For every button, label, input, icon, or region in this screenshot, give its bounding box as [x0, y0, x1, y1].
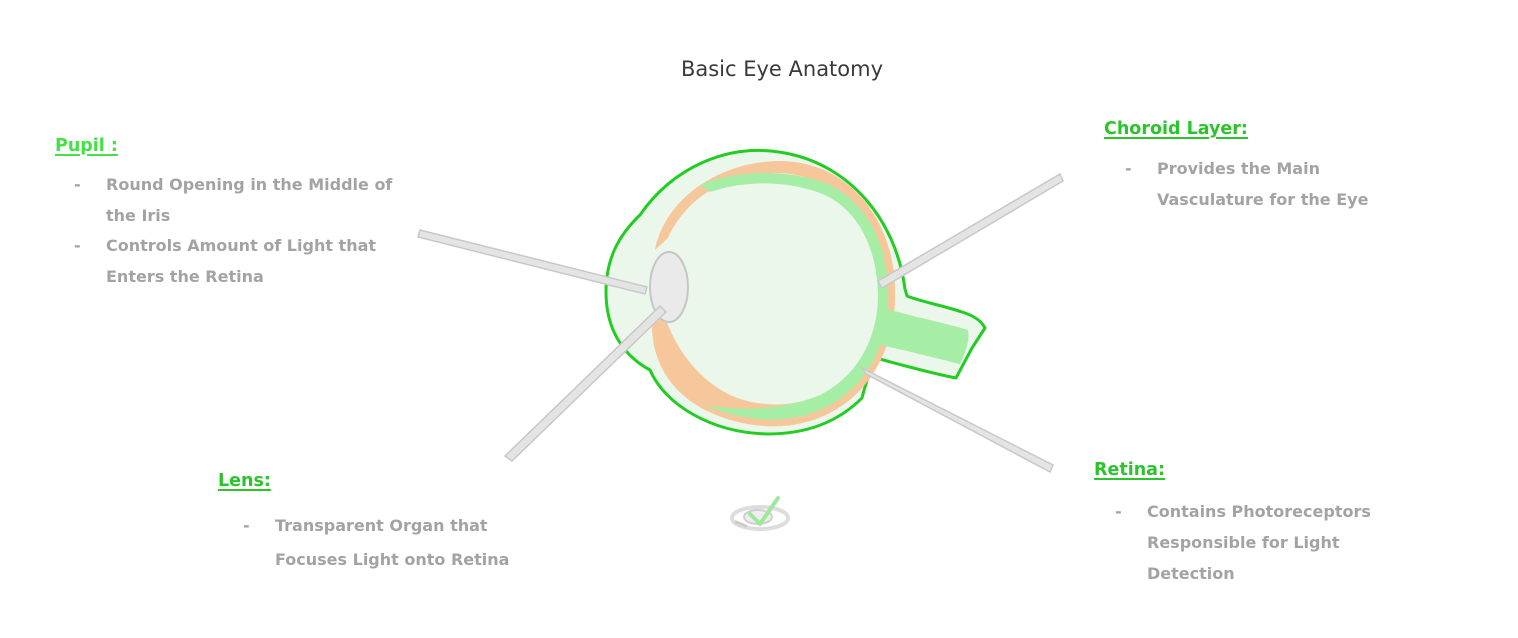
lens-pointer: [503, 304, 668, 462]
lens-callout: Lens: - Transparent Organ that Focuses L…: [218, 471, 565, 577]
bullet-dash: -: [1115, 502, 1122, 521]
eyeball-outline: [604, 149, 987, 436]
list-item-text: Transparent Organ that Focuses Light ont…: [275, 516, 510, 569]
bullet-dash: -: [1125, 159, 1132, 178]
lens-shape: [649, 251, 689, 323]
choroid-pointer: [876, 172, 1064, 290]
bullet-dash: -: [74, 236, 81, 255]
retina-callout: Retina: - Contains Photoreceptors Respon…: [1094, 460, 1397, 589]
bullet-dash: -: [243, 516, 250, 535]
list-item: - Provides the Main Vasculature for the …: [1125, 153, 1417, 215]
pupil-callout: Pupil : - Round Opening in the Middle of…: [55, 136, 396, 292]
retina-heading: Retina:: [1094, 460, 1165, 480]
list-item-text: Round Opening in the Middle of the Iris: [106, 175, 393, 225]
bullet-dash: -: [74, 175, 81, 194]
pupil-list: - Round Opening in the Middle of the Iri…: [74, 170, 396, 292]
optic-nerve: [880, 308, 969, 364]
page-title: Basic Eye Anatomy: [680, 57, 884, 81]
list-item-text: Provides the Main Vasculature for the Ey…: [1157, 159, 1369, 209]
list-item: - Round Opening in the Middle of the Iri…: [74, 170, 396, 231]
choroid-heading: Choroid Layer:: [1104, 119, 1248, 139]
retina-list: - Contains Photoreceptors Responsible fo…: [1115, 496, 1397, 589]
list-item: - Transparent Organ that Focuses Light o…: [243, 509, 565, 577]
retina-pointer: [859, 366, 1054, 474]
pupil-heading: Pupil :: [55, 136, 118, 156]
list-item-text: Controls Amount of Light that Enters the…: [106, 236, 377, 286]
choroid-list: - Provides the Main Vasculature for the …: [1125, 153, 1417, 215]
lens-list: - Transparent Organ that Focuses Light o…: [243, 509, 565, 577]
list-item: - Contains Photoreceptors Responsible fo…: [1115, 496, 1397, 589]
pupil-pointer: [417, 229, 648, 295]
list-item-text: Contains Photoreceptors Responsible for …: [1147, 502, 1371, 583]
lens-heading: Lens:: [218, 471, 271, 491]
list-item: - Controls Amount of Light that Enters t…: [74, 231, 396, 292]
choroid-callout: Choroid Layer: - Provides the Main Vascu…: [1104, 119, 1417, 215]
eye-check-icon: [730, 496, 790, 531]
